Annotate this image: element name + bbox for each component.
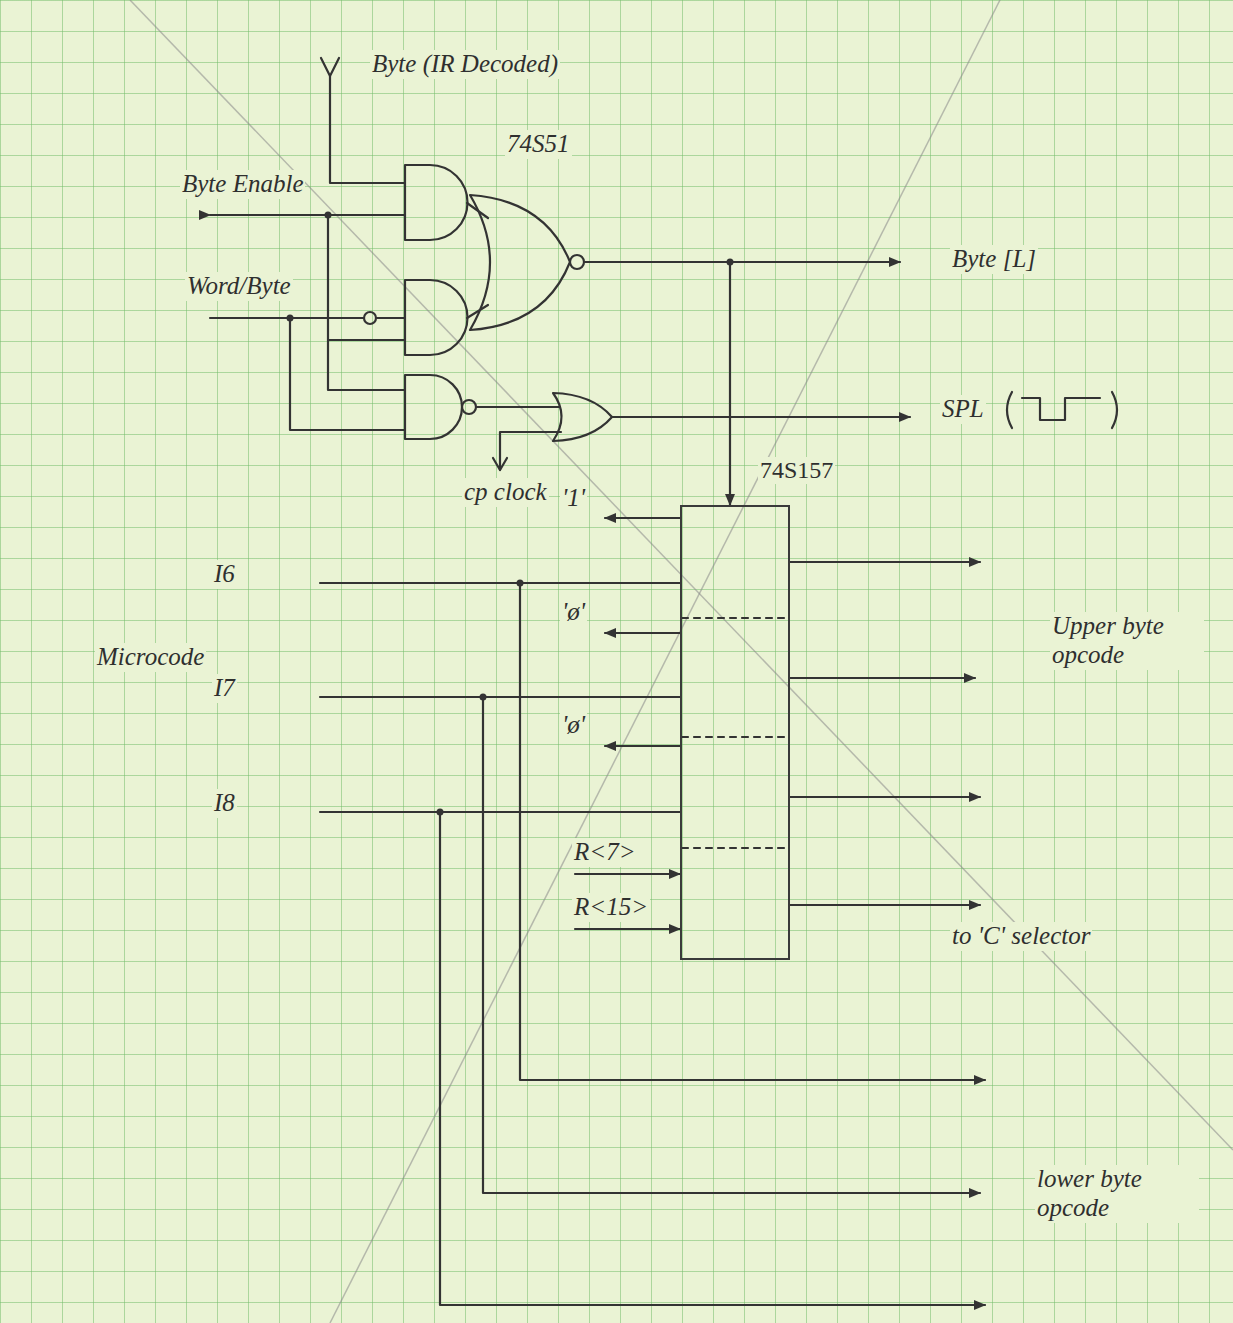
signal-name: Byte Enable [180,170,305,199]
chip-outline [680,505,790,960]
output-label: lower byte opcode [1035,1165,1199,1223]
signal-name: I7 [212,674,237,703]
signal-name: cp clock [462,478,549,507]
signal-name: I8 [212,789,237,818]
signal-name: Byte (IR Decoded) [370,50,560,79]
chip-name: 74S157 [758,457,835,484]
constant-input: 'ø' [560,711,587,740]
chip-name: 74S51 [505,130,572,159]
output-label: Upper byte opcode [1050,612,1204,670]
output-label: to 'C' selector [950,922,1092,951]
signal-name: R<15> [572,893,650,922]
group-label: Microcode [95,643,206,672]
signal-name: Byte [L] [950,245,1038,274]
constant-input: 'ø' [560,598,587,627]
signal-name: I6 [212,560,237,589]
constant-input: '1' [560,484,587,513]
signal-name: R<7> [572,838,638,867]
multiplexer-chip: 74S157 [680,455,870,960]
signal-name: Word/Byte [185,272,293,301]
signal-name: SPL [940,395,986,424]
